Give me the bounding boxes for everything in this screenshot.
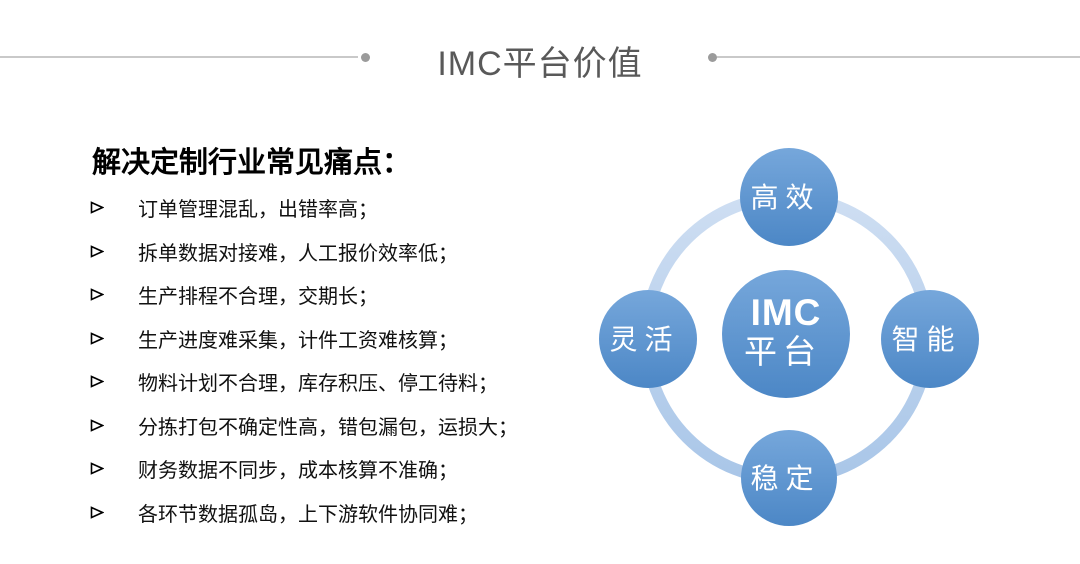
title-divider-dot-left [360,52,370,62]
arrow-bullet-icon [90,375,104,388]
arrow-bullet-icon [90,419,104,432]
list-item: 分拣打包不确定性高，错包漏包，运损大； [90,404,610,448]
list-item: 订单管理混乱，出错率高； [90,186,610,230]
node-label-left: 灵活 [609,324,679,355]
node-label-right: 智能 [891,324,961,355]
section-heading: 解决定制行业常见痛点： [92,147,412,179]
node-circle-right [881,290,979,388]
list-item-text: 财务数据不同步，成本核算不准确； [138,460,458,483]
node-circle-bottom [741,430,837,526]
list-item: 各环节数据孤岛，上下游软件协同难； [90,491,610,535]
arrow-bullet-icon [90,462,104,475]
arrow-bullet-icon [90,506,104,519]
list-item: 拆单数据对接难，人工报价效率低； [90,230,610,274]
pain-points-list: 订单管理混乱，出错率高； 拆单数据对接难，人工报价效率低； 生产排程不合理，交期… [90,186,610,534]
list-item-text: 订单管理混乱，出错率高； [138,199,378,222]
list-item-text: 各环节数据孤岛，上下游软件协同难； [138,503,478,526]
title-divider-line-right [717,56,1080,58]
center-node-line1: IMC [751,292,822,333]
list-item-text: 拆单数据对接难，人工报价效率低； [138,242,458,265]
arrow-bullet-icon [90,245,104,258]
page-title: IMC平台价值 [437,45,643,83]
arrow-bullet-icon [90,332,104,345]
node-circle-left [599,290,697,388]
title-divider-dot-right [707,52,717,62]
list-item-text: 物料计划不合理，库存积压、停工待料； [138,373,498,396]
list-item-text: 生产进度难采集，计件工资难核算； [138,329,458,352]
arrow-bullet-icon [90,201,104,214]
title-divider-line-left [0,56,358,58]
list-item: 财务数据不同步，成本核算不准确； [90,447,610,491]
list-item-text: 分拣打包不确定性高，错包漏包，运损大； [138,416,518,439]
list-item-text: 生产排程不合理，交期长； [138,286,378,309]
node-label-bottom: 稳定 [750,463,820,494]
list-item: 物料计划不合理，库存积压、停工待料； [90,360,610,404]
center-node-circle [722,270,850,398]
node-circle-top [740,148,838,246]
imc-platform-diagram: IMC 平台 高效 智能 稳定 灵活 [599,148,979,526]
node-label-top: 高效 [750,182,820,213]
list-item: 生产排程不合理，交期长； [90,273,610,317]
center-node-line2: 平台 [744,333,822,370]
arrow-bullet-icon [90,288,104,301]
list-item: 生产进度难采集，计件工资难核算； [90,317,610,361]
